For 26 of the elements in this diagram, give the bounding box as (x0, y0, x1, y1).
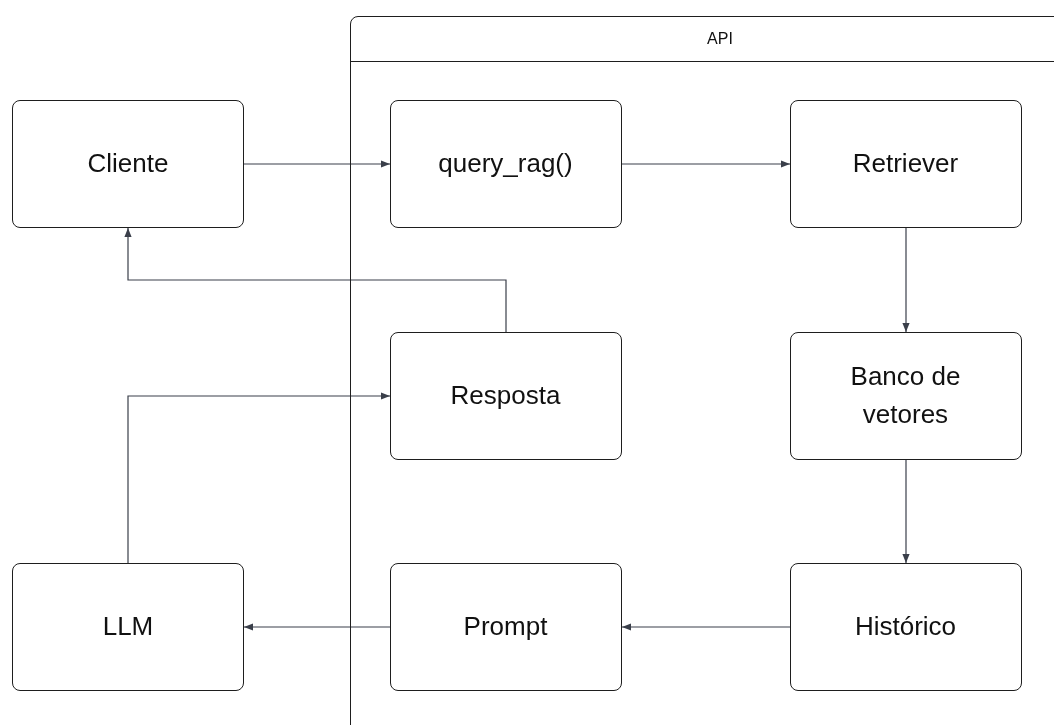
process-box (789, 99, 1022, 228)
box-label: Prompt (463, 609, 548, 643)
box-label: Retriever (852, 146, 959, 180)
box-label: Histórico (854, 609, 957, 643)
process-box (389, 99, 622, 228)
container-title: API (707, 29, 733, 50)
process-box (789, 331, 1022, 460)
box-label: Cliente (87, 147, 169, 181)
arrow (243, 160, 391, 168)
box-label: Banco de vetores (849, 359, 962, 431)
box-label: LLM (102, 610, 154, 644)
arrow (621, 623, 791, 631)
arrow (902, 459, 910, 564)
arrow (127, 392, 391, 564)
arrow (902, 227, 910, 333)
process-box (789, 562, 1022, 691)
arrow (243, 623, 391, 631)
process-box (389, 562, 622, 691)
arrow (621, 160, 791, 168)
process-box (389, 331, 622, 460)
process-box (12, 563, 244, 691)
arrow (124, 227, 507, 333)
process-box (12, 100, 244, 228)
box-label: query_rag() (438, 146, 573, 180)
group-container (350, 16, 1054, 725)
box-label: Resposta (450, 378, 561, 412)
